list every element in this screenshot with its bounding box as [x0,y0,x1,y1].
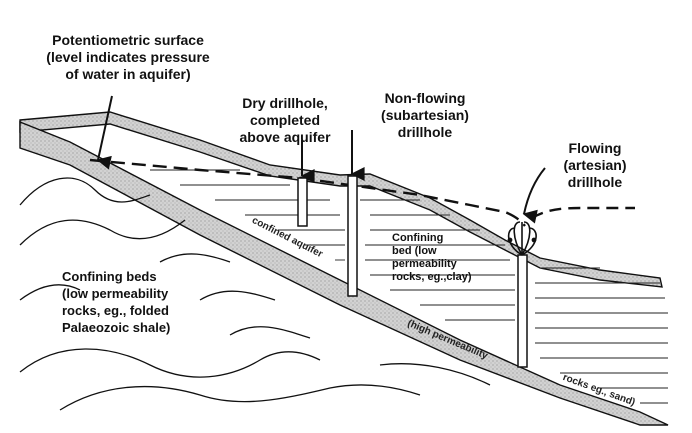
potentiometric-surface-line [89,158,526,227]
non-flowing-drillhole-label: Non-flowing (subartesian) drillhole [381,90,469,140]
potentiometric-arrow [96,95,113,170]
folded-shale-lines [19,177,491,411]
potentiometric-surface-line-right [531,206,635,220]
flowing-arrow [522,167,546,224]
flowing-drillhole [517,254,528,368]
confining-beds-label: Confining beds (low permeability rocks, … [62,269,171,335]
non-flowing-drillhole [347,175,358,297]
dry-drillhole [297,177,308,227]
potentiometric-surface-label: Potentiometric surface (level indicates … [46,32,210,82]
dry-drillhole-label: Dry drillhole, completed above aquifer [239,95,331,145]
confining-bed-hatching [150,169,668,404]
flowing-drillhole-label: Flowing (artesian) drillhole [563,140,627,190]
confining-bed-label: Confining bed (low permeability rocks, e… [392,232,472,283]
